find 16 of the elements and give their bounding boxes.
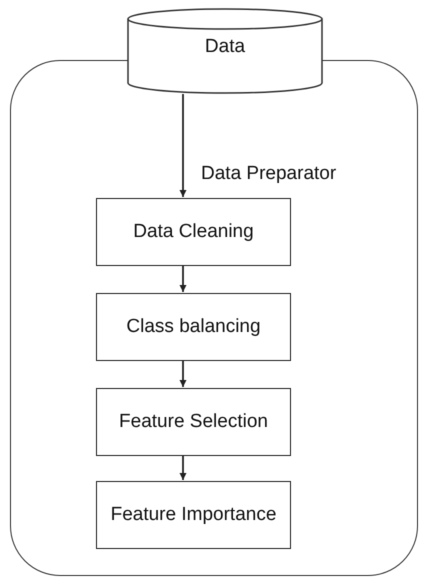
node-label: Data Cleaning <box>133 221 254 243</box>
arrow <box>180 265 186 292</box>
group-container <box>10 60 418 576</box>
process-box <box>96 198 291 266</box>
arrow <box>180 94 186 197</box>
process-box <box>96 388 291 456</box>
node-label: Feature Selection <box>119 411 268 433</box>
process-box <box>96 293 291 361</box>
process-box <box>96 481 291 549</box>
node-label: Data <box>204 36 246 58</box>
database-cylinder <box>127 8 323 94</box>
arrow <box>180 455 186 480</box>
node-label: Data Preparator <box>201 163 336 185</box>
node-label: Feature Importance <box>110 504 276 526</box>
arrow <box>180 360 186 387</box>
node-label: Class balancing <box>126 316 261 338</box>
